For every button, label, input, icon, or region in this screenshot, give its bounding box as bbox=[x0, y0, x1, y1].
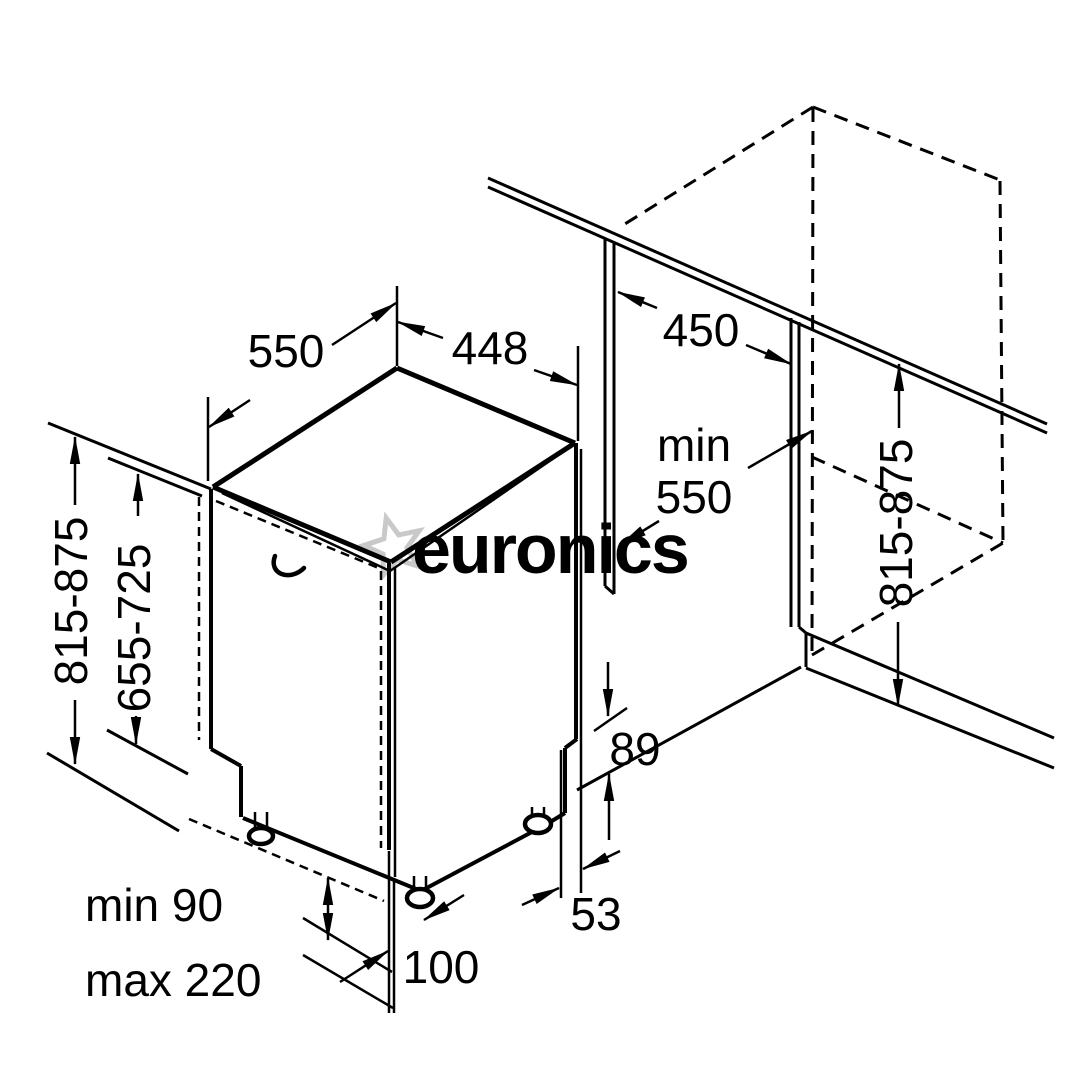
appliance-feet bbox=[246, 807, 554, 910]
dim-top-depth-label: 550 bbox=[248, 325, 325, 377]
floor-left-lines bbox=[46, 728, 189, 833]
foot-left bbox=[246, 825, 276, 847]
worktop-left-lines bbox=[47, 421, 212, 498]
dim-plinth-min-label: min 90 bbox=[85, 879, 223, 931]
dim-foot-setback-label: 100 bbox=[403, 941, 480, 993]
dim-niche-depth-value-label: 550 bbox=[656, 471, 733, 523]
dim-rear-foot-offset-label: 53 bbox=[570, 888, 621, 940]
floor-reference-lines bbox=[302, 916, 394, 1010]
dim-height-range: 815-875 bbox=[45, 436, 97, 765]
dim-top-width-label: 448 bbox=[452, 322, 529, 374]
dim-foot-setback: 100 bbox=[339, 851, 480, 1013]
dim-rear-foot-offset: 53 bbox=[521, 750, 622, 940]
door-handle bbox=[271, 553, 307, 578]
niche-floor-lines bbox=[576, 631, 1055, 792]
dim-niche-width: 450 bbox=[617, 290, 792, 366]
niche-side-panel-right bbox=[789, 318, 808, 667]
dim-niche-height-range-label: 815-875 bbox=[870, 439, 922, 608]
dim-base-height: 89 bbox=[593, 662, 661, 840]
dim-niche-depth: min 550 bbox=[619, 419, 813, 547]
niche-worktop-lines bbox=[487, 176, 1048, 435]
appliance-top-face bbox=[211, 365, 577, 573]
foot-front bbox=[404, 886, 436, 910]
dim-niche-height-range: 815-875 bbox=[870, 363, 922, 707]
dim-plinth-max-label: max 220 bbox=[85, 954, 261, 1006]
dim-height-range-label: 815-875 bbox=[45, 517, 97, 686]
dim-niche-depth-min-label: min bbox=[657, 419, 731, 471]
niche-side-panel-left bbox=[603, 238, 616, 596]
dim-top-width: 448 bbox=[397, 320, 580, 441]
dim-plinth-range: min 90 max 220 bbox=[85, 877, 334, 1006]
foot-right bbox=[522, 812, 554, 836]
dim-top-depth: 550 bbox=[206, 286, 399, 481]
niche-cavity-dashed-outline bbox=[619, 105, 1005, 657]
dim-base-height-label: 89 bbox=[609, 723, 660, 775]
dim-niche-width-label: 450 bbox=[663, 304, 740, 356]
dim-door-height-range-label: 655-725 bbox=[108, 544, 160, 713]
dim-door-height-range: 655-725 bbox=[108, 473, 160, 745]
appliance-door bbox=[188, 489, 422, 903]
